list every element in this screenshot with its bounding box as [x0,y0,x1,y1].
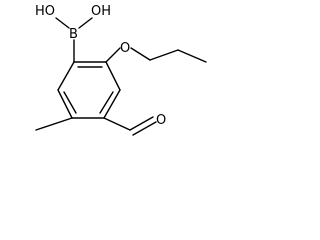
methyl-bond [35,117,73,131]
aldehyde-double-bond [129,116,154,131]
ring-bond [103,89,121,119]
ring-bond [105,61,121,91]
propyl-bond [177,49,207,63]
aldehyde-bond [103,117,131,131]
boron-hydroxyl-bond [55,17,70,29]
boron-hydroxyl-bond [78,17,93,29]
ring-double-bond [99,91,114,114]
carbonyl-oxygen-label: O [156,113,166,128]
ring-double-bond [63,91,77,114]
hydroxyl-left-label: HO [35,4,55,19]
aldehyde-double-bond [132,121,157,136]
carbon-oxygen-bond [105,47,121,63]
ring-bond [57,89,73,119]
boron-label: B [69,27,78,42]
oxygen-propyl-bond [130,47,151,61]
ring-bond [57,61,75,91]
chemical-structure: B HO OH O O [35,4,207,136]
hydroxyl-right-label: OH [91,4,111,19]
ether-oxygen-label: O [120,41,130,56]
propyl-bond [149,49,179,61]
